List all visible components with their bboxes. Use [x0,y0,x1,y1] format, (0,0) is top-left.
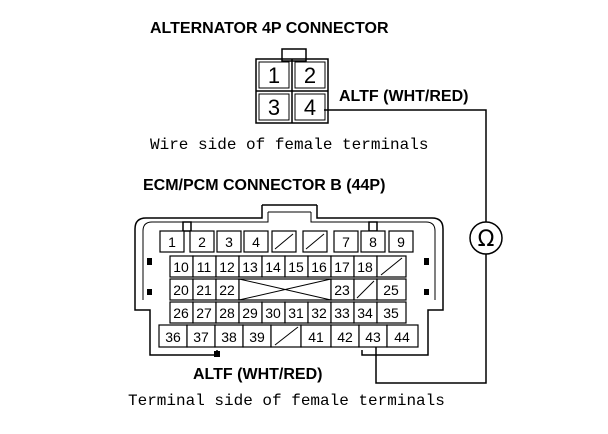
ohmmeter: Ω [469,221,503,255]
ecm-pin-25: 25 [383,282,399,298]
ecm-pin-33: 33 [334,305,350,321]
alternator-wire-label: ALTF (WHT/RED) [339,88,468,105]
ecm-pin-1: 1 [168,234,176,250]
alternator-connector-title: ALTERNATOR 4P CONNECTOR [150,20,389,37]
ecm-pin-39: 39 [249,329,265,345]
ecm-pin-41: 41 [308,329,324,345]
ecm-pin-32: 32 [311,305,327,321]
ecm-pin-20: 20 [173,282,189,298]
ohmmeter-symbol: Ω [478,227,495,252]
ecm-pin-16: 16 [311,259,327,275]
ecm-pin-7: 7 [342,234,350,250]
ecm-pin-37: 37 [193,329,209,345]
ecm-pin-13: 13 [242,259,258,275]
ecm-connector-title: ECM/PCM CONNECTOR B (44P) [143,177,385,194]
ecm-pin-15: 15 [288,259,304,275]
alternator-pin-2: 2 [304,63,316,88]
ecm-pin-4: 4 [252,234,260,250]
ecm-caption: Terminal side of female terminals [128,392,445,410]
alternator-caption: Wire side of female terminals [150,136,428,154]
ecm-pin-30: 30 [265,305,281,321]
ecm-wire-label: ALTF (WHT/RED) [193,366,322,383]
ecm-pin-23: 23 [334,282,350,298]
ecm-pin-28: 28 [219,305,235,321]
ecm-pin-43: 43 [365,329,381,345]
ohmmeter-icon [469,221,503,255]
ecm-pin-29: 29 [242,305,258,321]
ecm-pin-42: 42 [337,329,353,345]
ecm-pin-3: 3 [225,234,233,250]
ecm-pin-10: 10 [173,259,189,275]
ecm-connector: 1 2 3 4 7 8 9 10 11 12 13 14 15 16 17 18 [134,204,444,357]
ecm-pin-44: 44 [394,329,410,345]
ecm-pin-11: 11 [197,259,212,275]
ecm-pin-36: 36 [165,329,181,345]
ecm-pin-34: 34 [357,305,373,321]
alternator-connector: 1 2 3 4 [255,48,329,124]
ecm-pin-8: 8 [369,234,377,250]
alternator-pin-4: 4 [304,95,316,120]
ecm-pin-17: 17 [334,259,350,275]
ecm-pin-18: 18 [357,259,373,275]
ecm-pin-22: 22 [219,282,235,298]
alternator-pin-1: 1 [268,63,280,88]
ecm-pin-31: 31 [288,305,304,321]
ecm-pin-12: 12 [219,259,235,275]
test-wire [324,109,487,384]
ecm-pin-9: 9 [397,234,405,250]
ecm-pin-38: 38 [221,329,237,345]
ecm-pin-14: 14 [265,259,281,275]
ecm-pin-26: 26 [173,305,189,321]
ecm-pin-35: 35 [383,305,399,321]
alternator-pin-3: 3 [268,95,280,120]
ecm-pin-2: 2 [198,234,206,250]
ecm-pin-27: 27 [196,305,212,321]
ecm-pin-21: 21 [196,282,212,298]
